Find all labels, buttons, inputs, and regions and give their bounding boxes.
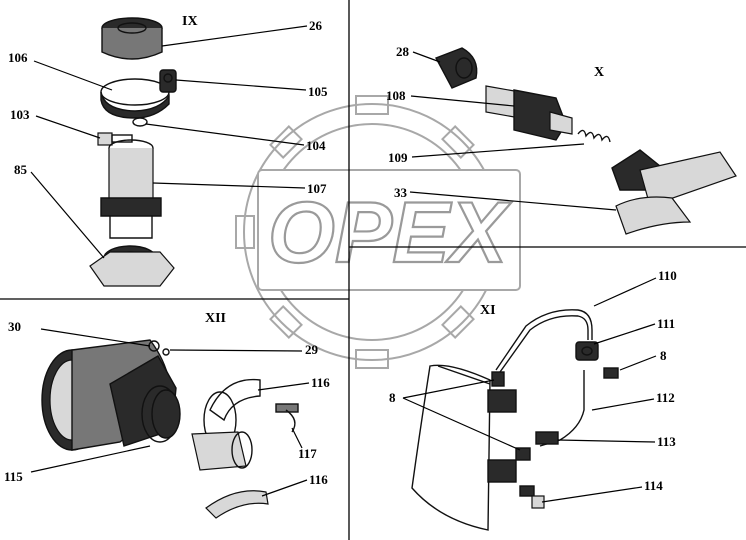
- callout-29: 29: [305, 342, 319, 357]
- callout-8-left: 8: [389, 390, 396, 405]
- watermark: OPEX: [235, 95, 521, 369]
- callout-28: 28: [396, 44, 410, 59]
- callout-116-lower: 116: [309, 472, 328, 487]
- callout-30: 30: [8, 319, 21, 334]
- callout-112: 112: [656, 390, 675, 405]
- callout-109: 109: [388, 150, 408, 165]
- callout-110: 110: [658, 268, 677, 283]
- callout-85: 85: [14, 162, 28, 177]
- callout-115: 115: [4, 469, 23, 484]
- callout-113: 113: [657, 434, 676, 449]
- callout-111: 111: [657, 316, 675, 331]
- callout-33: 33: [394, 185, 408, 200]
- callout-106: 106: [8, 50, 28, 65]
- callout-103: 103: [10, 107, 30, 122]
- watermark-band: [257, 169, 521, 291]
- callout-114: 114: [644, 478, 663, 493]
- callout-108: 108: [386, 88, 406, 103]
- callout-116-upper: 116: [311, 375, 330, 390]
- callout-107: 107: [307, 181, 327, 196]
- watermark-text: OPEX: [268, 185, 512, 281]
- section-xi-parts: [411, 309, 619, 531]
- section-ix-title: IX: [182, 14, 198, 29]
- section-ix-parts: [89, 17, 177, 287]
- callout-105: 105: [308, 84, 328, 99]
- callout-26: 26: [309, 18, 323, 33]
- section-xii-parts: [41, 339, 299, 519]
- callout-104: 104: [306, 138, 326, 153]
- callout-8-right: 8: [660, 348, 667, 363]
- callout-117: 117: [298, 446, 317, 461]
- section-x-parts: [435, 47, 737, 235]
- section-x-title: X: [594, 65, 604, 80]
- leader-lines: [30, 25, 657, 503]
- section-xii-title: XII: [205, 311, 226, 326]
- section-xi-title: XI: [480, 303, 496, 318]
